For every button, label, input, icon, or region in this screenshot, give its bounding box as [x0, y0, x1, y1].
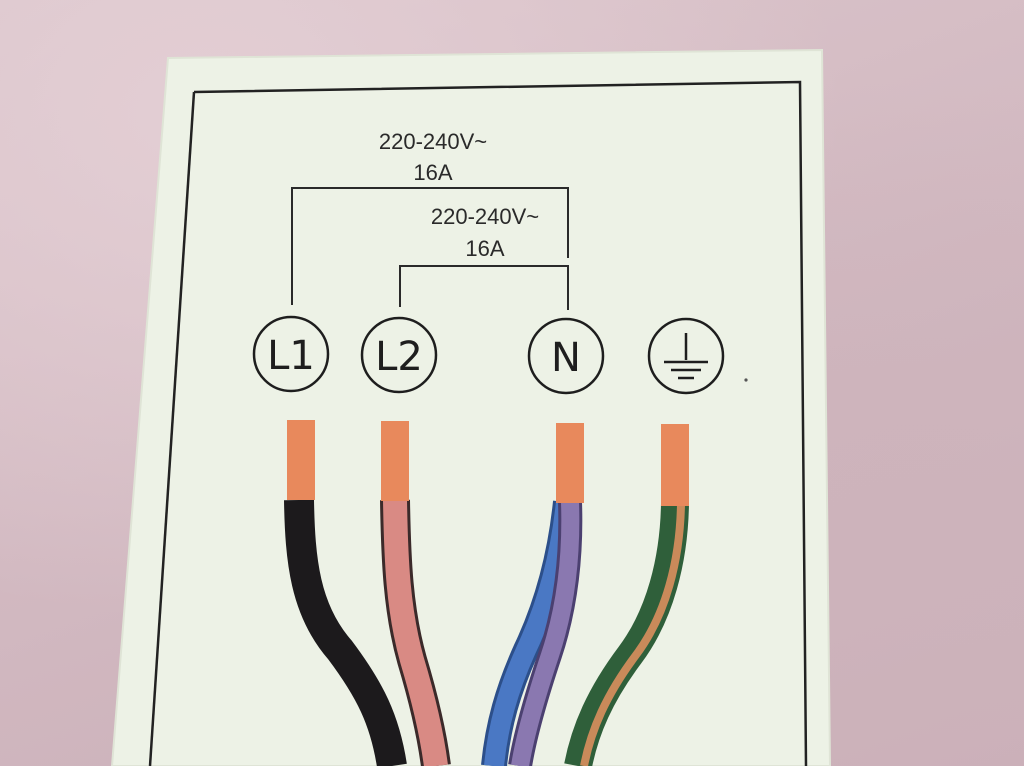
ground-icon — [664, 333, 708, 380]
wire-n-purple-fill — [511, 501, 580, 766]
ferrule-l2 — [381, 421, 409, 501]
ferrule-l1 — [287, 420, 315, 500]
connection-line-l1-n — [291, 187, 569, 305]
ferrule-earth — [661, 424, 689, 506]
wire-l2-pink-fill — [383, 499, 448, 766]
terminal-l1: L1 — [252, 315, 330, 393]
card-border-left — [148, 91, 196, 766]
supply-1-voltage: 220-240V~ — [379, 129, 487, 154]
supply-2-current: 16A — [465, 236, 504, 261]
connection-line-l2-n — [399, 265, 569, 310]
terminal-n: N — [527, 317, 605, 395]
card-border — [193, 80, 808, 766]
ink-dot — [744, 378, 748, 382]
wire-l1-black — [284, 499, 407, 766]
terminal-l2-label: L2 — [375, 334, 423, 380]
terminal-n-label: N — [551, 335, 581, 381]
wire-earth-orange — [580, 503, 685, 766]
supply-2-voltage: 220-240V~ — [431, 204, 539, 229]
wire-earth-green — [564, 503, 689, 766]
instruction-card — [110, 48, 832, 766]
terminal-earth — [647, 317, 725, 395]
terminal-l1-label: L1 — [267, 333, 315, 379]
terminal-l2: L2 — [360, 316, 438, 394]
ferrule-n — [556, 423, 584, 503]
supply-1-current: 16A — [413, 160, 452, 185]
